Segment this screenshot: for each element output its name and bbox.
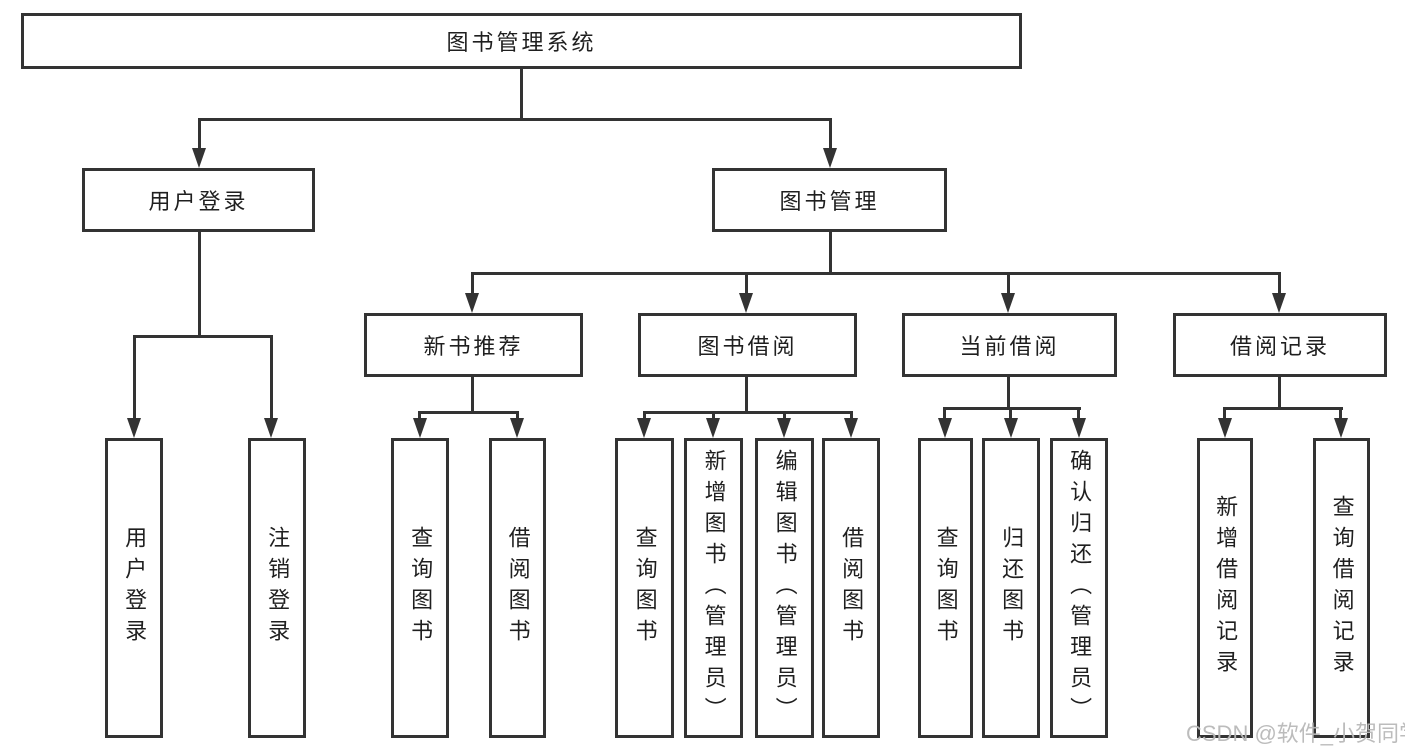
leaf-query-books-recommend-label: 查询图书 [408, 526, 434, 650]
connector-line [1077, 407, 1080, 421]
connector-line [1278, 272, 1281, 295]
arrow-down-icon [413, 418, 427, 438]
connector-line [198, 118, 201, 152]
connector-line [1007, 272, 1010, 295]
leaf-confirm-return-admin: 确认归还（管理员） [1050, 438, 1108, 738]
arrow-down-icon [1072, 418, 1086, 438]
watermark-text: CSDN @软件_小贺同学 [1186, 721, 1405, 746]
connector-line [943, 407, 1081, 410]
connector-line [133, 335, 136, 420]
arrow-down-icon [1004, 418, 1018, 438]
node-library-system-label: 图书管理系统 [446, 30, 597, 55]
node-book-borrow-label: 图书借阅 [697, 334, 798, 359]
connector-line [1007, 377, 1010, 409]
leaf-logout: 注销登录 [248, 438, 306, 738]
connector-line [198, 118, 831, 121]
node-book-borrow: 图书借阅 [638, 313, 857, 377]
leaf-query-borrow-record-label: 查询借阅记录 [1329, 495, 1355, 681]
leaf-return-books-label: 归还图书 [999, 526, 1025, 650]
arrow-down-icon [264, 418, 278, 438]
leaf-return-books: 归还图书 [982, 438, 1040, 738]
connector-line [643, 411, 646, 421]
connector-line [198, 232, 201, 337]
connector-line [1223, 407, 1343, 410]
leaf-edit-book-admin: 编辑图书（管理员） [755, 438, 814, 738]
node-borrow-records-label: 借阅记录 [1229, 334, 1330, 359]
node-book-management-label: 图书管理 [779, 189, 880, 214]
leaf-borrow-books-recommend: 借阅图书 [489, 438, 546, 738]
connector-line [1009, 407, 1012, 421]
connector-line [471, 272, 1281, 275]
leaf-edit-book-admin-label: 编辑图书（管理员） [772, 448, 798, 728]
arrow-down-icon [1334, 418, 1348, 438]
node-borrow-records: 借阅记录 [1173, 313, 1387, 377]
arrow-down-icon [465, 293, 479, 313]
arrow-down-icon [1001, 293, 1015, 313]
connector-line [520, 69, 523, 120]
node-book-management: 图书管理 [712, 168, 947, 232]
leaf-user-login-label: 用户登录 [122, 526, 148, 650]
connector-line [850, 411, 853, 421]
leaf-logout-label: 注销登录 [265, 526, 291, 650]
node-user-login-label: 用户登录 [148, 189, 249, 214]
connector-line [1339, 407, 1342, 421]
node-new-book-recommend-label: 新书推荐 [423, 334, 524, 359]
node-library-system: 图书管理系统 [21, 13, 1022, 69]
connector-line [829, 232, 832, 275]
leaf-query-books-recommend: 查询图书 [391, 438, 449, 738]
arrow-down-icon [777, 418, 791, 438]
arrow-down-icon [706, 418, 720, 438]
leaf-user-login: 用户登录 [105, 438, 163, 738]
leaf-borrow-books-borrow: 借阅图书 [822, 438, 880, 738]
connector-line [1223, 407, 1226, 421]
leaf-borrow-books-recommend-label: 借阅图书 [505, 526, 531, 650]
arrow-down-icon [1272, 293, 1286, 313]
connector-line [270, 335, 273, 420]
arrow-down-icon [192, 148, 206, 168]
leaf-add-book-admin-label: 新增图书（管理员） [701, 448, 727, 728]
connector-line [712, 411, 715, 421]
arrow-down-icon [1218, 418, 1232, 438]
connector-line [643, 411, 853, 414]
leaf-borrow-books-borrow-label: 借阅图书 [839, 526, 865, 650]
arrow-down-icon [823, 148, 837, 168]
arrow-down-icon [510, 418, 524, 438]
leaf-query-borrow-record: 查询借阅记录 [1313, 438, 1370, 738]
connector-line [133, 335, 273, 338]
node-current-borrow: 当前借阅 [902, 313, 1117, 377]
connector-line [418, 411, 519, 414]
arrow-down-icon [127, 418, 141, 438]
connector-line [418, 411, 421, 421]
arrow-down-icon [739, 293, 753, 313]
leaf-add-borrow-record-label: 新增借阅记录 [1213, 495, 1239, 681]
arrow-down-icon [844, 418, 858, 438]
arrow-down-icon [637, 418, 651, 438]
leaf-query-books-current-label: 查询图书 [933, 526, 959, 650]
node-current-borrow-label: 当前借阅 [959, 334, 1060, 359]
node-user-login: 用户登录 [82, 168, 315, 232]
connector-line [783, 411, 786, 421]
connector-line [471, 272, 474, 295]
connector-line [943, 407, 946, 421]
leaf-query-books-borrow-label: 查询图书 [632, 526, 658, 650]
connector-line [516, 411, 519, 421]
leaf-query-books-borrow: 查询图书 [615, 438, 674, 738]
leaf-add-book-admin: 新增图书（管理员） [684, 438, 743, 738]
connector-line [745, 377, 748, 413]
leaf-add-borrow-record: 新增借阅记录 [1197, 438, 1253, 738]
connector-line [471, 377, 474, 413]
leaf-query-books-current: 查询图书 [918, 438, 973, 738]
connector-line [829, 118, 832, 152]
leaf-confirm-return-admin-label: 确认归还（管理员） [1067, 448, 1093, 728]
connector-line [745, 272, 748, 295]
node-new-book-recommend: 新书推荐 [364, 313, 583, 377]
arrow-down-icon [938, 418, 952, 438]
connector-line [1278, 377, 1281, 409]
